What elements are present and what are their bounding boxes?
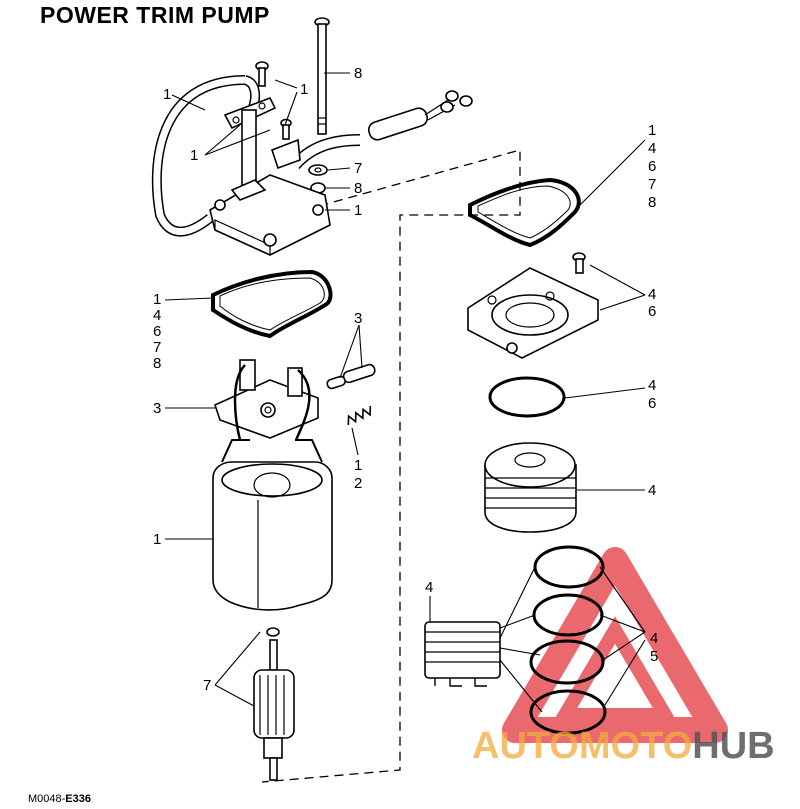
callout-gasket-right-1: 1 — [648, 122, 656, 139]
callout-end-cap: 1 — [354, 202, 362, 219]
callout-screws-top: 1 — [300, 81, 308, 98]
pins-part — [326, 363, 376, 390]
callout-washer-8: 8 — [354, 180, 362, 197]
callout-screws-left: 1 — [190, 147, 198, 164]
callout-gasket-right-8: 8 — [648, 194, 656, 211]
callout-gasket-right-6: 6 — [648, 158, 656, 175]
callout-seal-rings-5: 5 — [650, 648, 658, 665]
callout-gasket-left-1: 1 — [153, 291, 161, 308]
callout-labels: 1 1 1 8 7 8 1 1 4 6 7 8 3 3 1 2 1 7 1 4 … — [153, 65, 658, 694]
figure-code: M0048-E336 — [28, 793, 91, 805]
gear-stack-part — [424, 621, 501, 687]
callout-gasket-right-4: 4 — [648, 140, 656, 157]
leader-lines — [164, 72, 646, 713]
motor-housing-part — [212, 439, 333, 611]
long-bolt-part — [314, 17, 330, 135]
pump-body-part — [484, 442, 577, 533]
watermark-logo — [502, 547, 728, 743]
callout-armature: 7 — [203, 677, 211, 694]
callout-long-bolt: 8 — [354, 65, 362, 82]
brush-plate-part — [214, 359, 319, 441]
callout-pump-cover-4: 4 — [648, 286, 656, 303]
o-ring-part — [488, 376, 566, 418]
armature-part — [253, 627, 295, 781]
callout-gasket-left-8: 8 — [153, 355, 161, 372]
gasket-left — [211, 269, 333, 339]
watermark-text: AUTOMOTOHUB — [472, 725, 775, 767]
callout-gasket-left-7: 7 — [153, 339, 161, 356]
callout-gasket-left-6: 6 — [153, 323, 161, 340]
dashed-assembly-outline — [261, 149, 521, 783]
callout-spring-1: 1 — [354, 457, 362, 474]
figure-code-prefix: M0048- — [28, 793, 66, 805]
callout-o-ring-4: 4 — [648, 377, 656, 394]
diagram-title: POWER TRIM PUMP — [40, 2, 270, 28]
callout-o-ring-6: 6 — [648, 395, 656, 412]
callout-spring-2: 2 — [354, 475, 362, 492]
callout-pins: 3 — [354, 310, 362, 327]
callout-housing: 1 — [153, 531, 161, 548]
callout-gear-stack: 4 — [425, 579, 433, 596]
end-cap-part — [209, 174, 331, 256]
callout-pump-cover-6: 6 — [648, 303, 656, 320]
callout-hose: 1 — [163, 86, 171, 103]
watermark-moto: MOTO — [579, 725, 692, 767]
watermark-auto: AUTO — [472, 725, 579, 767]
gasket-right — [468, 177, 581, 248]
figure-code-suffix: E336 — [65, 793, 91, 805]
callout-brush-plate: 3 — [153, 400, 161, 417]
watermark-hub: HUB — [692, 725, 774, 767]
callout-gasket-right-7: 7 — [648, 176, 656, 193]
pump-cover-part — [467, 252, 599, 359]
callout-washer-7: 7 — [354, 160, 362, 177]
svg-text:AUTOMOTOHUB: AUTOMOTOHUB — [472, 725, 775, 767]
callout-seal-rings-4: 4 — [650, 630, 658, 647]
washer-7 — [308, 164, 328, 176]
spring-part — [347, 405, 372, 426]
callout-gasket-left-4: 4 — [153, 307, 161, 324]
callout-pump-body: 4 — [648, 482, 656, 499]
